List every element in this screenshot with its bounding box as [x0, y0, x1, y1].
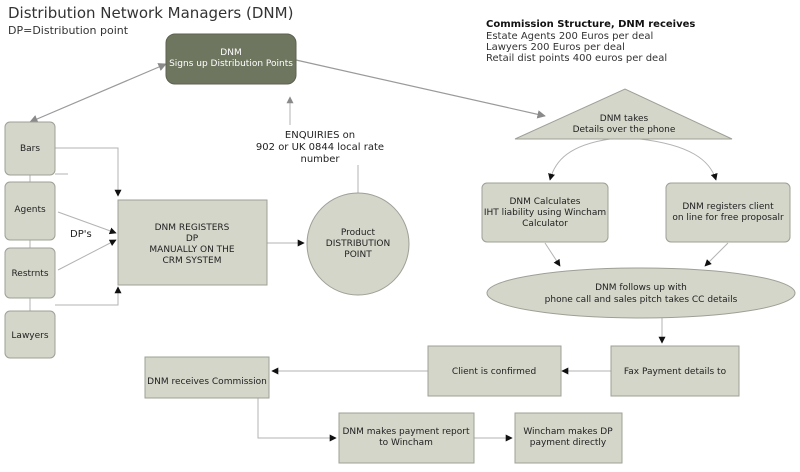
connector — [257, 398, 337, 442]
commission-line: Estate Agents 200 Euros per deal — [486, 31, 653, 42]
node-dnm-takes: DNM takes Details over the phone — [514, 88, 733, 140]
node-label: CRM SYSTEM — [162, 256, 221, 266]
node-label: MANUALLY ON THE — [149, 245, 235, 255]
diagram-title: Distribution Network Managers (DNM) — [8, 4, 293, 22]
connector — [639, 138, 718, 181]
edge-label-dps: DP's — [70, 229, 92, 240]
commission-line: Retail dist points 400 euros per deal — [486, 53, 667, 64]
node-label: payment directly — [530, 438, 607, 448]
node-lawyers: Lawyers — [4, 310, 56, 359]
connector — [544, 242, 561, 267]
node-label: IHT liability using Wincham — [484, 208, 606, 218]
commission-note: Commission Structure, DNM receives Estat… — [486, 19, 695, 64]
node-label: DP — [186, 234, 199, 244]
node-agents: Agents — [4, 181, 56, 241]
node-label: DNM follows up with — [595, 283, 687, 293]
diagram-subtitle: DP=Distribution point — [8, 24, 129, 37]
node-dnm-receives-commission: DNM receives Commission — [144, 356, 270, 399]
node-label: Product — [341, 228, 376, 238]
connector — [57, 239, 117, 271]
connector — [57, 211, 117, 235]
node-label: phone call and sales pitch takes CC deta… — [545, 295, 738, 305]
node-label: DNM takes — [600, 114, 649, 124]
node-label: Restrnts — [11, 269, 48, 279]
enquiries-line: 902 or UK 0844 local rate — [256, 142, 384, 153]
commission-line: Lawyers 200 Euros per deal — [486, 42, 625, 53]
node-label: on line for free proposalr — [672, 213, 784, 223]
node-bars: Bars — [4, 121, 56, 176]
node-dnm-registers: DNM REGISTERS DP MANUALLY ON THE CRM SYS… — [117, 199, 268, 286]
node-label: Fax Payment details to — [624, 367, 727, 377]
enquiries-line: number — [300, 154, 340, 165]
node-label: DNM receives Commission — [147, 377, 267, 387]
node-label: DNM REGISTERS — [155, 223, 230, 233]
node-wincham-makes-payment: Wincham makes DP payment directly — [514, 412, 623, 464]
node-client-confirmed: Client is confirmed — [427, 345, 562, 397]
node-label: POINT — [344, 250, 372, 260]
node-label: DISTRIBUTION — [326, 239, 390, 249]
node-label: DNM makes payment report — [343, 427, 470, 437]
node-label: DNM — [220, 48, 241, 58]
node-fax-payment: Fax Payment details to — [610, 345, 740, 397]
connector — [55, 286, 122, 306]
node-label: Lawyers — [11, 331, 48, 341]
node-label: Calculator — [522, 219, 568, 229]
node-label: DNM Calculates — [509, 197, 580, 207]
node-dnm-signup: DNM Signs up Distribution Points — [165, 33, 297, 85]
node-label: Agents — [14, 205, 46, 215]
enquiries-line: ENQUIRIES on — [285, 130, 355, 141]
node-label: Details over the phone — [573, 125, 676, 135]
connector — [55, 147, 122, 197]
node-dnm-follows-up: DNM follows up with phone call and sales… — [486, 267, 796, 319]
node-dnm-calculates: DNM Calculates IHT liability using Winch… — [481, 182, 609, 243]
connector — [548, 138, 611, 181]
node-product-distribution-point: Product DISTRIBUTION POINT — [306, 192, 410, 296]
edge-label-enquiries: ENQUIRIES on 902 or UK 0844 local rate n… — [256, 130, 384, 165]
node-dnm-payment-report: DNM makes payment report to Wincham — [338, 412, 475, 464]
node-label: DNM registers client — [682, 202, 774, 212]
node-label: Bars — [20, 144, 40, 154]
node-label: Wincham makes DP — [523, 427, 613, 437]
connector — [295, 59, 546, 119]
connector — [29, 63, 167, 123]
connector — [704, 242, 729, 267]
node-dnm-registers-client: DNM registers client on line for free pr… — [665, 182, 791, 243]
node-label: Signs up Distribution Points — [169, 59, 293, 69]
commission-heading: Commission Structure, DNM receives — [486, 19, 695, 30]
node-label: Client is confirmed — [452, 367, 536, 377]
node-restrnts: Restrnts — [4, 247, 56, 299]
node-label: to Wincham — [379, 438, 433, 448]
